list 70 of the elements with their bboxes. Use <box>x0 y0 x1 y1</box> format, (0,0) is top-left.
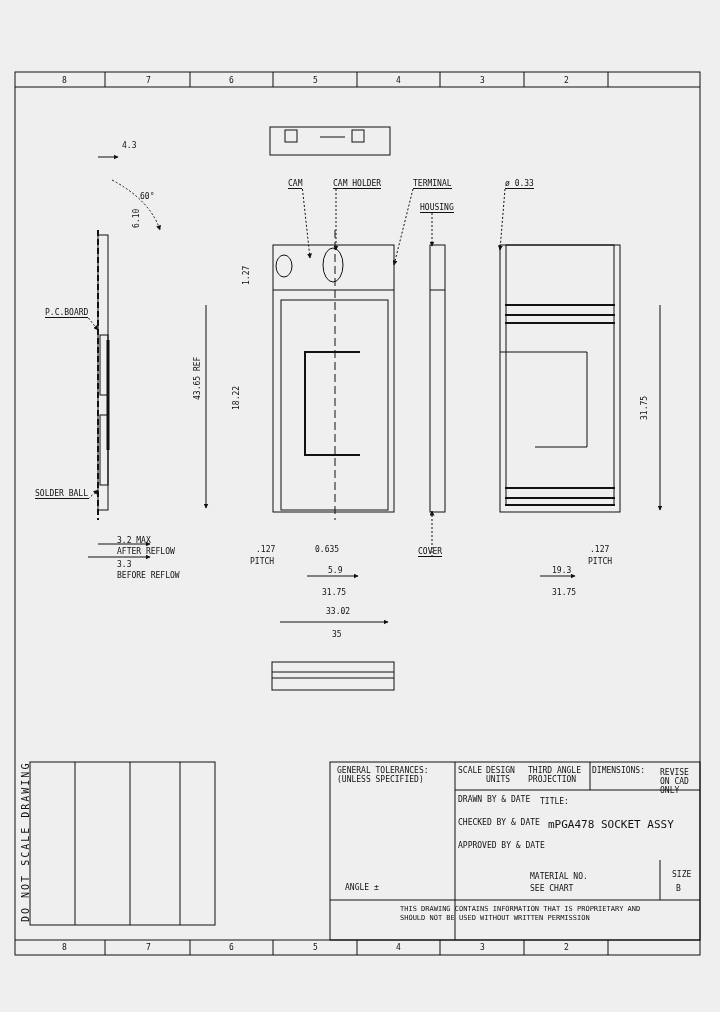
dimension-note: BEFORE REFLOW <box>117 571 180 580</box>
front-view-drawing <box>272 229 395 521</box>
callout-label: CAM <box>288 179 303 189</box>
title-block-text: SCALE <box>458 766 483 775</box>
dimension-text: 35 <box>332 630 342 639</box>
title-block-text: DESIGN UNITS <box>486 766 516 784</box>
zone-number: 7 <box>146 943 151 952</box>
side-view-drawing <box>429 244 446 513</box>
leader-line <box>87 489 99 500</box>
dimension-text: 3.2 MAX <box>117 536 151 545</box>
zone-number: 2 <box>564 943 569 952</box>
title-block-text: MATERIAL NO. <box>530 872 588 881</box>
dimension-text: 19.3 <box>552 566 572 575</box>
callout-label: P.C.BOARD <box>45 308 89 318</box>
zone-number: 6 <box>229 943 234 952</box>
title-block-text: DRAWN BY & DATE <box>458 795 531 804</box>
dimension-note: PITCH <box>588 557 613 566</box>
drawing-title: mPGA478 SOCKET ASSY <box>548 820 674 829</box>
side-view-drawing <box>97 229 110 521</box>
callout-label: COVER <box>418 547 443 557</box>
title-block-text: SIZE <box>672 870 692 879</box>
leader-line <box>429 212 435 247</box>
leader-line <box>429 510 435 558</box>
dimension-text: 5.9 <box>328 566 343 575</box>
zone-number: 8 <box>62 943 67 952</box>
title-block-text: CHECKED BY & DATE <box>458 818 540 827</box>
callout-label: CAM HOLDER <box>333 179 382 189</box>
dimension-text: 60° <box>140 192 155 201</box>
title-block-text: THIRD ANGLE PROJECTION <box>528 766 582 784</box>
dimension-text: .127 <box>256 545 276 554</box>
dimension-text: 4.3 <box>122 141 137 150</box>
dimension-text: 3.3 <box>117 560 132 569</box>
dimension-text: 31.75 <box>552 588 577 597</box>
callout-label: HOUSING <box>420 203 454 213</box>
title-block-text: SEE CHART <box>530 884 574 893</box>
leader-line <box>392 188 414 266</box>
title-block-text: B <box>676 884 681 893</box>
callout-label: TERMINAL <box>413 179 452 189</box>
zone-number: 6 <box>229 76 234 85</box>
dimension-text: .127 <box>590 545 610 554</box>
zone-number: 8 <box>62 76 67 85</box>
title-block-text: REVISE ON CAD ONLY <box>660 768 690 795</box>
leader-line <box>87 317 99 331</box>
dimension-note: PITCH <box>250 557 275 566</box>
zone-number: 7 <box>146 76 151 85</box>
leader-line <box>497 188 506 251</box>
dimension-text: 0.635 <box>315 545 340 554</box>
title-block-text: TITLE: <box>540 797 569 806</box>
leader-line <box>301 188 312 259</box>
title-block-text: APPROVED BY & DATE <box>458 841 545 850</box>
title-block-text: GENERAL TOLERANCES: (UNLESS SPECIFIED) <box>337 766 430 784</box>
title-block-text: DIMENSIONS: <box>592 766 645 775</box>
dimension-note: AFTER REFLOW <box>117 547 175 556</box>
dimension-text: 31.75 <box>322 588 347 597</box>
dimension-text: 33.02 <box>326 607 351 616</box>
zone-number: 4 <box>396 943 401 952</box>
bottom-view-drawing <box>499 244 621 513</box>
zone-number: 5 <box>313 943 318 952</box>
zone-number: 3 <box>480 76 485 85</box>
zone-number: 4 <box>396 76 401 85</box>
zone-number: 3 <box>480 943 485 952</box>
callout-label: SOLDER BALL <box>35 489 88 499</box>
dimension-text: 43.65 REF <box>193 356 202 400</box>
zone-number: 2 <box>564 76 569 85</box>
leader-line <box>333 188 339 251</box>
title-block-text: ANGLE ± <box>345 883 379 892</box>
drawing-note: DO NOT SCALE DRAWING <box>21 761 30 922</box>
dimension-text: 18.22 <box>232 385 241 410</box>
callout-label: ø 0.33 <box>505 179 534 189</box>
zone-number: 5 <box>313 76 318 85</box>
